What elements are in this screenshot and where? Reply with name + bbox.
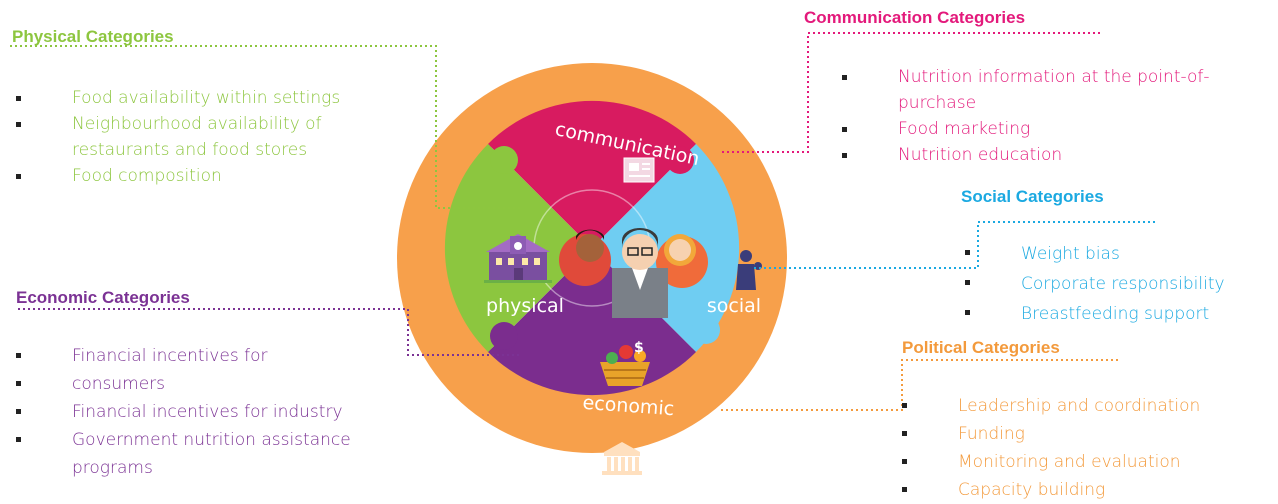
list-item: Financial incentives for industry <box>16 398 416 426</box>
physical-categories-title: Physical Categories <box>12 27 174 46</box>
communication-quadrant <box>488 100 696 248</box>
list-item: Breastfeeding support <box>965 299 1278 329</box>
people-icon <box>559 228 708 318</box>
social-list: Weight bias Corporate responsibility Bre… <box>965 239 1278 329</box>
political-list: Leadership and coordination Funding Moni… <box>902 392 1278 504</box>
basket-icon: $ <box>600 340 650 386</box>
list-item: Food marketing <box>842 116 1262 142</box>
political-connector <box>720 359 1118 411</box>
physical-label: physical <box>486 295 564 317</box>
list-item: Monitoring and evaluation <box>902 448 1278 476</box>
economic-list: Financial incentives for consumers Finan… <box>16 342 416 482</box>
list-item: Neighbourhood availability of restaurant… <box>16 111 396 163</box>
physical-list: Food availability within settings Neighb… <box>16 85 396 189</box>
list-item: Government nutrition assistance programs <box>16 426 416 482</box>
physical-connector <box>10 45 520 209</box>
political-label: political <box>585 479 659 501</box>
newspaper-icon <box>623 157 655 183</box>
economic-categories-title: Economic Categories <box>16 288 190 307</box>
list-item: Weight bias <box>965 239 1278 269</box>
list-item: Capacity building <box>902 476 1278 504</box>
communication-connector <box>720 32 1100 153</box>
list-item: consumers <box>16 370 416 398</box>
social-label: social <box>707 295 761 317</box>
school-icon <box>484 234 552 283</box>
list-item: Food availability within settings <box>16 85 396 111</box>
list-item: Nutrition education <box>842 142 1262 160</box>
list-item: Funding <box>902 420 1278 448</box>
political-categories-title: Political Categories <box>902 338 1060 357</box>
list-item: Financial incentives for <box>16 342 416 370</box>
list-item: Leadership and coordination <box>902 392 1278 420</box>
economic-connector <box>18 308 522 356</box>
communication-list: Nutrition information at the point-of-pu… <box>842 64 1262 160</box>
communication-categories-title: Communication Categories <box>804 8 1026 27</box>
svg-text:$: $ <box>634 340 644 356</box>
list-item: Nutrition information at the point-of-pu… <box>842 64 1262 116</box>
social-categories-title: Social Categories <box>961 187 1104 206</box>
social-connector <box>752 221 1155 269</box>
list-item: Food composition <box>16 163 396 189</box>
list-item: Corporate responsibility <box>965 269 1278 299</box>
government-building-icon <box>602 442 642 475</box>
